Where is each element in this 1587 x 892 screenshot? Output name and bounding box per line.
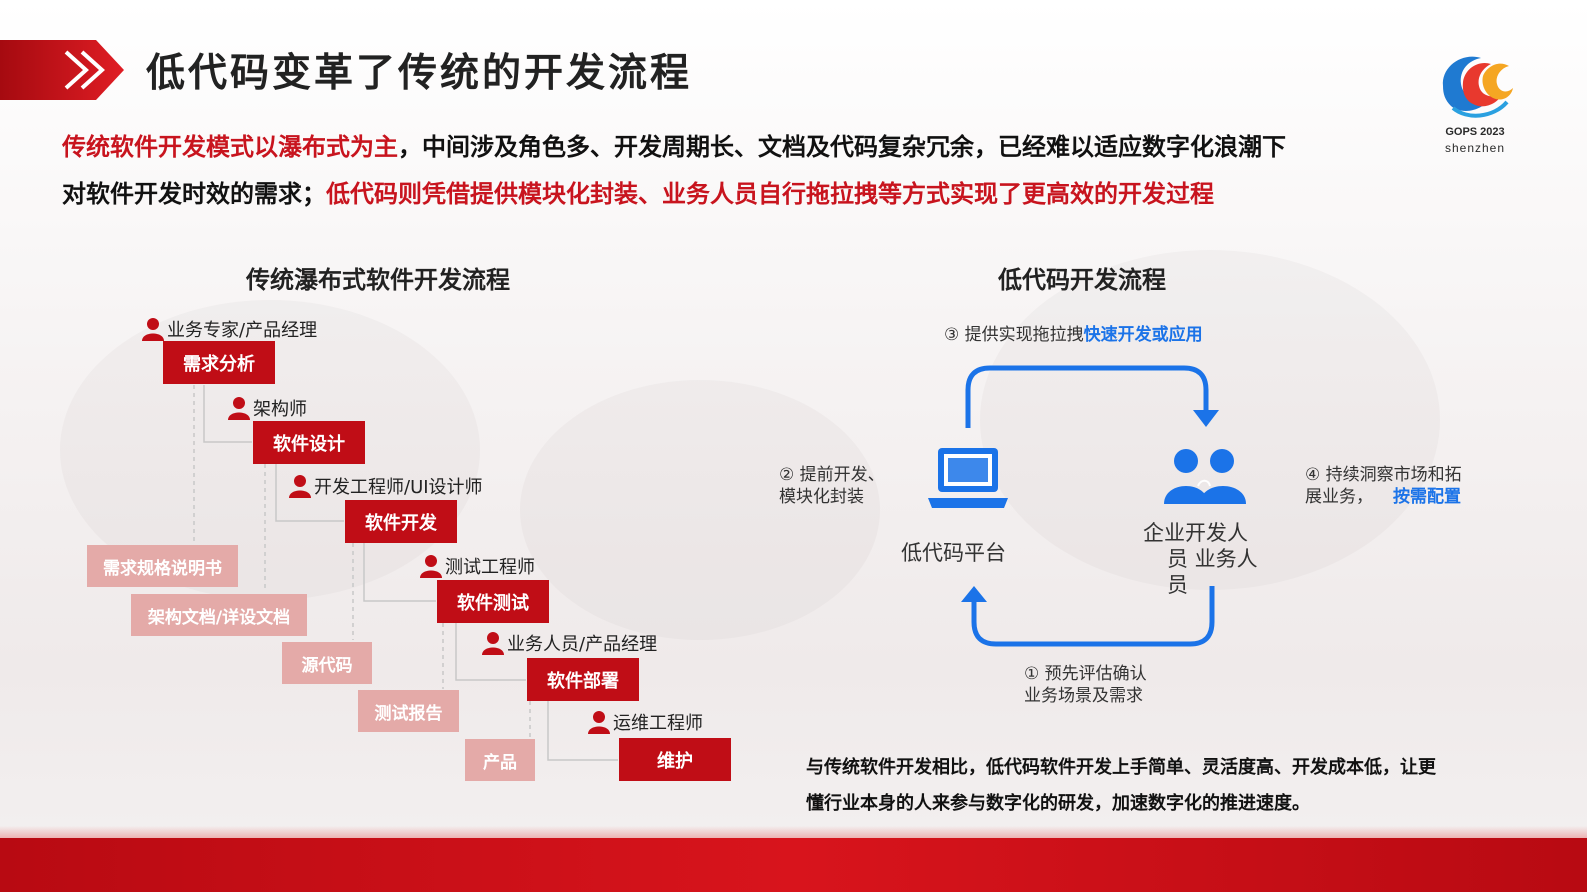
waterfall-doc: 测试报告 xyxy=(358,690,459,732)
person-icon xyxy=(142,318,164,341)
summary-line-1: 与传统软件开发相比，低代码软件开发上手简单、灵活度高、开发成本低，让更 xyxy=(806,757,1436,778)
gops-flame-icon xyxy=(1442,56,1513,118)
lowcode-platform-label: 低代码平台 xyxy=(901,541,1006,565)
waterfall-doc: 需求规格说明书 xyxy=(87,545,238,587)
person-icon xyxy=(289,475,311,498)
footer-bar xyxy=(0,838,1587,892)
waterfall-step: 软件开发 xyxy=(345,500,457,543)
intro-line-2: 对软件开发时效的需求；低代码则凭借提供模块化封装、业务人员自行拖拉拽等方式实现了… xyxy=(62,182,1214,206)
person-icon xyxy=(482,632,504,655)
waterfall-step: 维护 xyxy=(619,738,731,781)
lowcode-section-title: 低代码开发流程 xyxy=(998,266,1166,294)
waterfall-doc: 源代码 xyxy=(282,642,372,684)
role-label: 业务人员/产品经理 xyxy=(482,630,657,656)
lowcode-step-3: ③ 提供实现拖拉拽快速开发或应用 xyxy=(944,325,1203,345)
person-icon xyxy=(228,397,250,420)
role-label: 测试工程师 xyxy=(420,553,535,579)
role-label: 架构师 xyxy=(228,395,307,421)
waterfall-doc: 产品 xyxy=(465,739,535,781)
waterfall-doc: 架构文档/详设文档 xyxy=(131,594,307,636)
lowcode-step-1: ① 预先评估确认 业务场景及需求 xyxy=(1024,664,1147,706)
person-icon xyxy=(420,555,442,578)
laptop-icon xyxy=(928,448,1008,508)
intro-highlight-red: 低代码则凭借提供模块化封装、业务人员自行拖拉拽等方式实现了更高效的开发过程 xyxy=(326,180,1214,208)
enterprise-people-label: 企业开发人 员 业务人 员 xyxy=(1143,521,1258,597)
lowcode-step-2: ② 提前开发、 模块化封装 xyxy=(779,465,885,507)
waterfall-section-title: 传统瀑布式软件开发流程 xyxy=(246,266,510,294)
highlight-text: 按需配置 xyxy=(1393,487,1461,507)
waterfall-step: 软件设计 xyxy=(253,421,365,464)
logo-city: shenzhen xyxy=(1444,141,1506,155)
logo-event: GOPS 2023 xyxy=(1445,126,1505,138)
gops-logo: GOPS 2023 shenzhen xyxy=(1433,46,1517,156)
role-label: 业务专家/产品经理 xyxy=(142,316,317,342)
title-banner-arrow xyxy=(0,40,124,100)
page-title: 低代码变革了传统的开发流程 xyxy=(146,51,693,96)
lowcode-step-4: ④ 持续洞察市场和拓 展业务，按需配置 xyxy=(1305,465,1462,507)
intro-text: 对软件开发时效的需求； xyxy=(62,180,326,208)
highlight-text: 快速开发或应用 xyxy=(1083,325,1203,345)
person-icon xyxy=(588,711,610,734)
users-icon xyxy=(1164,449,1246,504)
footer-gradient xyxy=(0,826,1587,840)
role-label: 开发工程师/UI设计师 xyxy=(289,473,483,499)
role-label: 运维工程师 xyxy=(588,709,703,735)
background-shape xyxy=(520,380,880,640)
waterfall-step: 软件测试 xyxy=(437,580,549,623)
intro-line-1: 传统软件开发模式以瀑布式为主，中间涉及角色多、开发周期长、文档及代码复杂冗余，已… xyxy=(62,135,1286,159)
intro-highlight-red: 传统软件开发模式以瀑布式为主 xyxy=(62,133,398,161)
waterfall-step: 需求分析 xyxy=(163,341,275,384)
waterfall-step: 软件部署 xyxy=(527,658,639,701)
summary-line-2: 懂行业本身的人来参与数字化的研发，加速数字化的推进速度。 xyxy=(806,793,1310,814)
intro-text: ，中间涉及角色多、开发周期长、文档及代码复杂冗余，已经难以适应数字化浪潮下 xyxy=(398,133,1286,161)
